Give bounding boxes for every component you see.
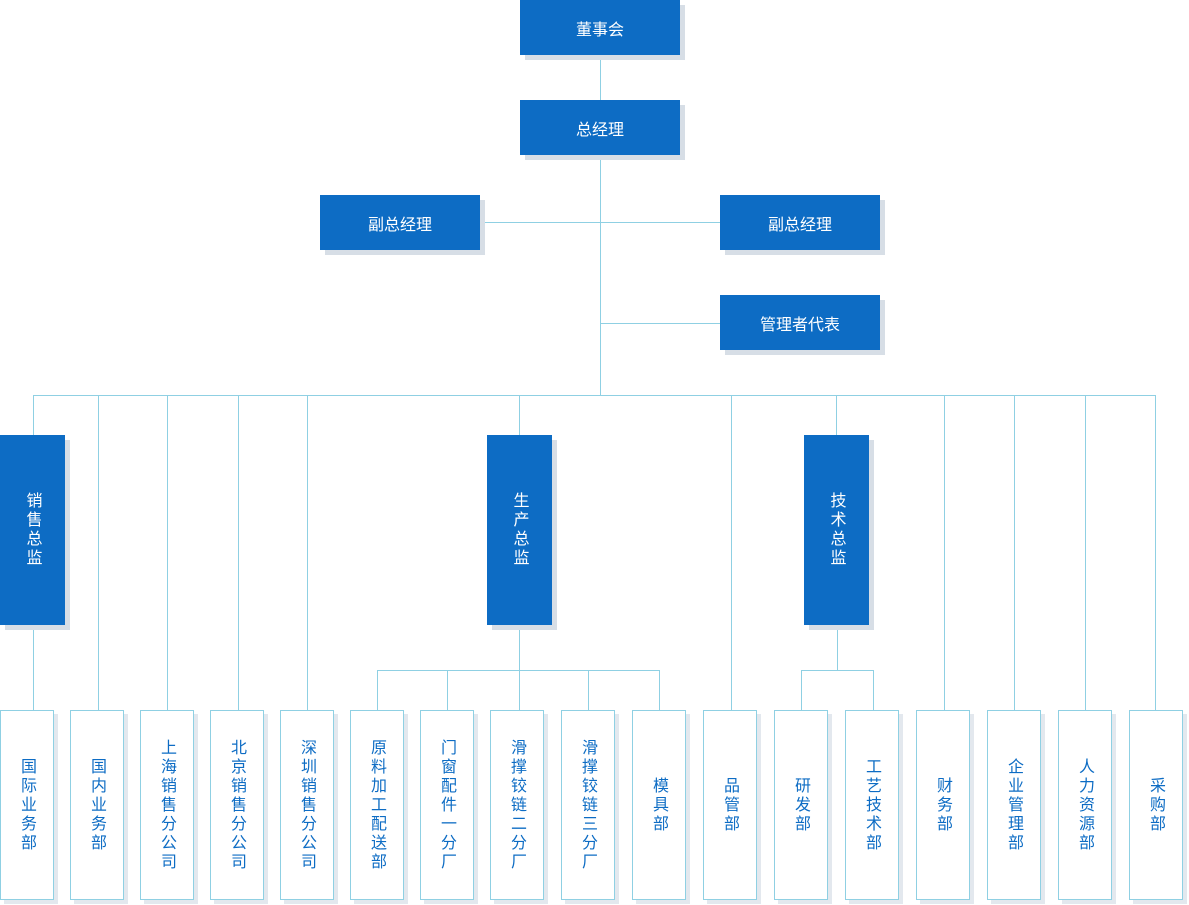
sales-director-label: 销售总监 — [23, 492, 43, 568]
tech-director-box: 技术总监 — [804, 435, 869, 625]
management-representative-label: 管理者代表 — [759, 314, 840, 334]
vice-general-manager-left-box: 副总经理 — [320, 195, 480, 250]
vice-general-manager-left-label: 副总经理 — [367, 214, 432, 234]
general-manager-box: 总经理 — [520, 100, 680, 155]
production-director-label: 生产总监 — [510, 492, 530, 568]
dept-hinge-plant-2: 滑撑铰链二分厂 — [490, 710, 544, 900]
dept-shanghai-sales: 上海销售分公司 — [140, 710, 194, 900]
vice-general-manager-right-box: 副总经理 — [720, 195, 880, 250]
dept-window-fittings-plant-1: 门窗配件一分厂 — [420, 710, 474, 900]
dept-purchasing: 采购部 — [1129, 710, 1183, 900]
management-representative-box: 管理者代表 — [720, 295, 880, 350]
dept-quality-control: 品管部 — [703, 710, 757, 900]
tech-director-label: 技术总监 — [827, 492, 847, 568]
production-director-box: 生产总监 — [487, 435, 552, 625]
dept-international-business: 国际业务部 — [0, 710, 54, 900]
dept-research-development: 研发部 — [774, 710, 828, 900]
dept-mold: 模具部 — [632, 710, 686, 900]
dept-enterprise-management: 企业管理部 — [987, 710, 1041, 900]
vice-general-manager-right-label: 副总经理 — [767, 214, 832, 234]
dept-hinge-plant-3: 滑撑铰链三分厂 — [561, 710, 615, 900]
dept-finance: 财务部 — [916, 710, 970, 900]
dept-raw-material-processing: 原料加工配送部 — [350, 710, 404, 900]
dept-process-technology: 工艺技术部 — [845, 710, 899, 900]
dept-shenzhen-sales: 深圳销售分公司 — [280, 710, 334, 900]
board-label: 董事会 — [575, 19, 624, 39]
board-box: 董事会 — [520, 0, 680, 55]
dept-domestic-business: 国内业务部 — [70, 710, 124, 900]
general-manager-label: 总经理 — [575, 119, 624, 139]
dept-beijing-sales: 北京销售分公司 — [210, 710, 264, 900]
sales-director-box: 销售总监 — [0, 435, 65, 625]
dept-human-resources: 人力资源部 — [1058, 710, 1112, 900]
